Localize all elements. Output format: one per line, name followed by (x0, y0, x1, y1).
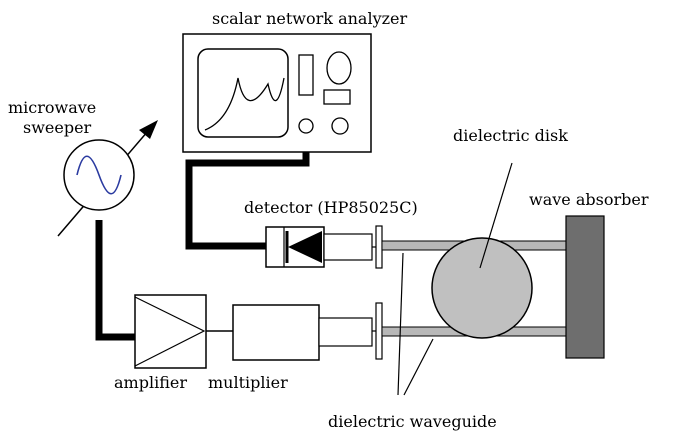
detector-assembly (265, 225, 383, 269)
multiplier-box (232, 304, 320, 361)
analyzer-knob (331, 117, 349, 135)
waveguide-label: dielectric waveguide (328, 412, 497, 431)
multiplier (232, 302, 383, 361)
multiplier-transition-section (318, 317, 373, 347)
analyzer-label: scalar network analyzer (212, 9, 408, 28)
detector-flange (375, 225, 383, 269)
waveguide-pointer-lower (403, 338, 434, 396)
amplifier-triangle-symbol (134, 296, 206, 367)
detector-transition-section (323, 233, 373, 261)
sweeper-tuning-arrow-head (139, 120, 158, 139)
sweeper-label-line2: sweeper (23, 118, 92, 137)
analyzer-resonance-trace (204, 77, 285, 131)
detector-label: detector (HP85025C) (244, 198, 418, 217)
analyzer-small-rect (323, 89, 351, 105)
sweeper-sine-wave (76, 155, 122, 195)
dielectric-disk (431, 237, 533, 339)
microwave-sweeper (57, 120, 158, 237)
scalar-network-analyzer (182, 33, 372, 153)
amplifier (134, 294, 207, 369)
multiplier-flange (375, 302, 383, 360)
absorber-label: wave absorber (529, 190, 649, 209)
wave-absorber (565, 215, 605, 359)
disk-label: dielectric disk (453, 126, 568, 145)
analyzer-large-knob (326, 51, 352, 85)
disk-pointer (479, 162, 513, 269)
amplifier-box (134, 294, 207, 369)
detector-diode-triangle (288, 231, 322, 263)
sweeper-to-amplifier-cable (95, 220, 140, 341)
waveguide-pointer-upper (397, 252, 404, 396)
analyzer-input-port (298, 118, 314, 134)
sweeper-label-line1: microwave (8, 98, 96, 117)
analyzer-slot-button (298, 54, 314, 96)
multiplier-label: multiplier (208, 373, 288, 392)
amplifier-label: amplifier (114, 373, 187, 392)
